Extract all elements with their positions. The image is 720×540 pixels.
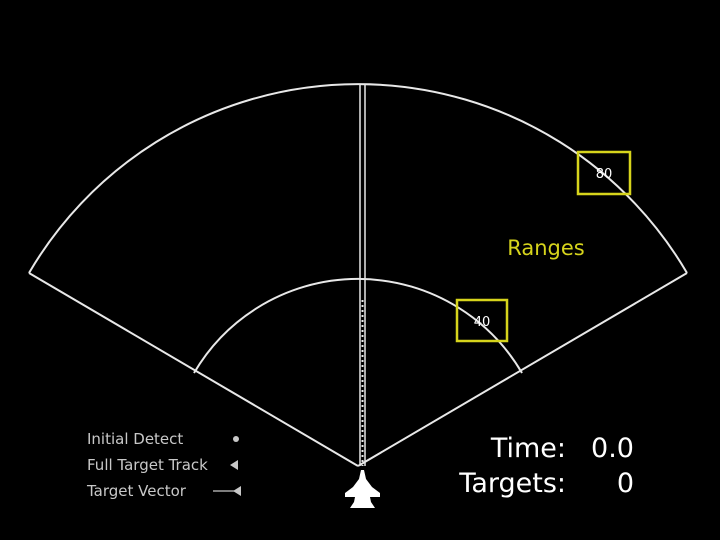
radar-scope — [28, 83, 688, 467]
time-value: 0.0 — [591, 433, 634, 464]
range-box-40 — [455, 298, 509, 343]
range-marker-40: 40 — [455, 298, 509, 343]
legend-label-full-target-track: Full Target Track — [87, 456, 208, 474]
targets-label: Targets: — [458, 468, 566, 499]
fighter-jet-icon — [345, 470, 380, 508]
range-box-80 — [576, 150, 632, 196]
status-readout: Time: 0.0 Targets: 0 — [458, 433, 634, 499]
triangle-left-icon — [230, 460, 238, 470]
legend-label-initial-detect: Initial Detect — [87, 430, 183, 448]
range-arc-40 — [193, 278, 523, 374]
range-marker-80: 80 — [576, 150, 632, 196]
dot-icon — [233, 436, 239, 442]
legend-label-target-vector: Target Vector — [86, 482, 187, 500]
scope-left-edge — [28, 272, 359, 467]
range-label-40: 40 — [474, 315, 491, 330]
ranges-annotation: Ranges — [507, 236, 585, 260]
legend: Initial Detect Full Target Track Target … — [86, 430, 241, 500]
scope-right-edge — [357, 272, 688, 467]
range-arc-80 — [28, 83, 688, 274]
vector-arrow-icon — [213, 486, 241, 496]
range-label-80: 80 — [596, 167, 613, 182]
targets-value: 0 — [617, 468, 634, 499]
time-label: Time: — [490, 433, 566, 464]
